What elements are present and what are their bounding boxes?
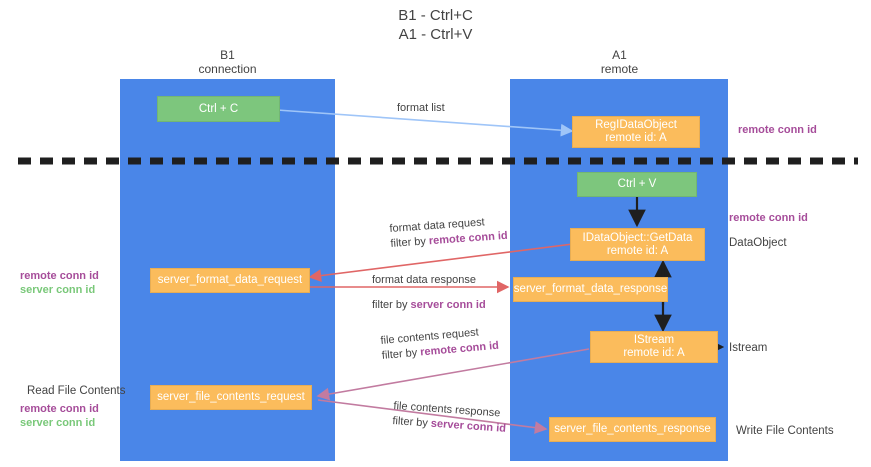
node-server-file-contents-request[interactable]: server_file_contents_request (150, 385, 312, 410)
node-server-file-contents-request-label: server_file_contents_request (157, 391, 305, 403)
node-ctrl-c-label: Ctrl + C (198, 102, 239, 115)
side-label-conn-ids-bottom: remote conn id server conn id (20, 402, 99, 430)
side-label-remote-conn-id-top-text: remote conn id (738, 124, 817, 136)
column-header-b1-name: B1 (220, 48, 235, 62)
node-ctrl-v[interactable]: Ctrl + V (577, 172, 697, 197)
node-idataobject-getdata[interactable]: IDataObject::GetData remote id: A (570, 228, 705, 261)
filter-by-text-4: filter by (392, 414, 432, 430)
node-getdata-line1: IDataObject::GetData (582, 231, 693, 244)
edge-label-format-data-response-text: format data response (372, 274, 476, 286)
filter-by-text-2: filter by (372, 299, 411, 311)
edge-label-format-data-request: format data request filter by remote con… (389, 214, 508, 252)
diagram-title: B1 - Ctrl+C A1 - Ctrl+V (0, 6, 871, 44)
column-header-a1-sub: remote (600, 62, 639, 76)
node-server-format-data-request-label: server_format_data_request (157, 274, 303, 286)
edge-label-file-contents-request: file contents request filter by remote c… (380, 324, 500, 364)
filter-by-text: filter by (390, 235, 430, 250)
side-label-dataobject: DataObject (729, 236, 787, 250)
edge-label-format-list: format list (397, 101, 445, 116)
edge-label-format-data-response-filter: filter by server conn id (372, 298, 486, 313)
title-line-2: A1 - Ctrl+V (398, 26, 473, 43)
side-label-remote-conn-id-mid: remote conn id (729, 211, 808, 225)
column-header-b1: B1 connection (150, 48, 305, 76)
side-label-write-file-contents-text: Write File Contents (736, 425, 834, 437)
column-header-a1-name: A1 (612, 48, 627, 62)
side-label-istream: Istream (729, 341, 767, 355)
server-conn-id-text-2: server conn id (430, 417, 507, 435)
node-ctrl-c[interactable]: Ctrl + C (157, 96, 280, 122)
node-server-format-data-response[interactable]: server_format_data_response (513, 277, 668, 302)
side-label-read-file-contents-text: Read File Contents (27, 385, 126, 397)
node-idataobject-line1: RegIDataObject (595, 119, 677, 131)
node-idataobject[interactable]: RegIDataObject remote id: A (572, 116, 700, 148)
side-label-dataobject-text: DataObject (729, 237, 787, 249)
side-label-left-server-conn-id-2: server conn id (20, 417, 96, 429)
column-header-a1: A1 remote (542, 48, 697, 76)
side-label-conn-ids-mid: remote conn id server conn id (20, 269, 99, 297)
side-label-left-remote-conn-id: remote conn id (20, 270, 99, 282)
node-server-file-contents-response-label: server_file_contents_response (554, 423, 711, 435)
node-getdata-line2: remote id: A (606, 244, 669, 257)
node-istream[interactable]: IStream remote id: A (590, 331, 718, 363)
side-label-left-remote-conn-id-2: remote conn id (20, 403, 99, 415)
column-header-b1-sub: connection (198, 62, 257, 76)
node-server-format-data-request[interactable]: server_format_data_request (150, 268, 310, 293)
side-label-istream-text: Istream (729, 342, 768, 354)
title-line-1: B1 - Ctrl+C (398, 7, 473, 24)
edge-label-format-list-text: format list (397, 102, 445, 114)
node-ctrl-v-label: Ctrl + V (617, 178, 657, 190)
side-label-remote-conn-id-top: remote conn id (738, 123, 817, 137)
edge-label-file-contents-response: file contents response filter by server … (392, 399, 508, 437)
node-istream-line2: remote id: A (623, 347, 685, 359)
filter-by-text-3: filter by (381, 346, 421, 362)
side-label-remote-conn-id-mid-text: remote conn id (729, 212, 808, 224)
side-label-left-server-conn-id: server conn id (20, 284, 96, 296)
node-istream-line1: IStream (633, 334, 675, 346)
edge-label-format-data-response: format data response (372, 273, 476, 288)
node-server-format-data-response-label: server_format_data_response (513, 283, 668, 295)
node-idataobject-line2: remote id: A (605, 132, 667, 144)
node-server-file-contents-response[interactable]: server_file_contents_response (549, 417, 716, 442)
server-conn-id-text: server conn id (410, 299, 486, 311)
side-label-write-file-contents: Write File Contents (736, 424, 834, 438)
remote-conn-id-text: remote conn id (428, 229, 509, 248)
side-label-read-file-contents: Read File Contents (27, 384, 125, 398)
